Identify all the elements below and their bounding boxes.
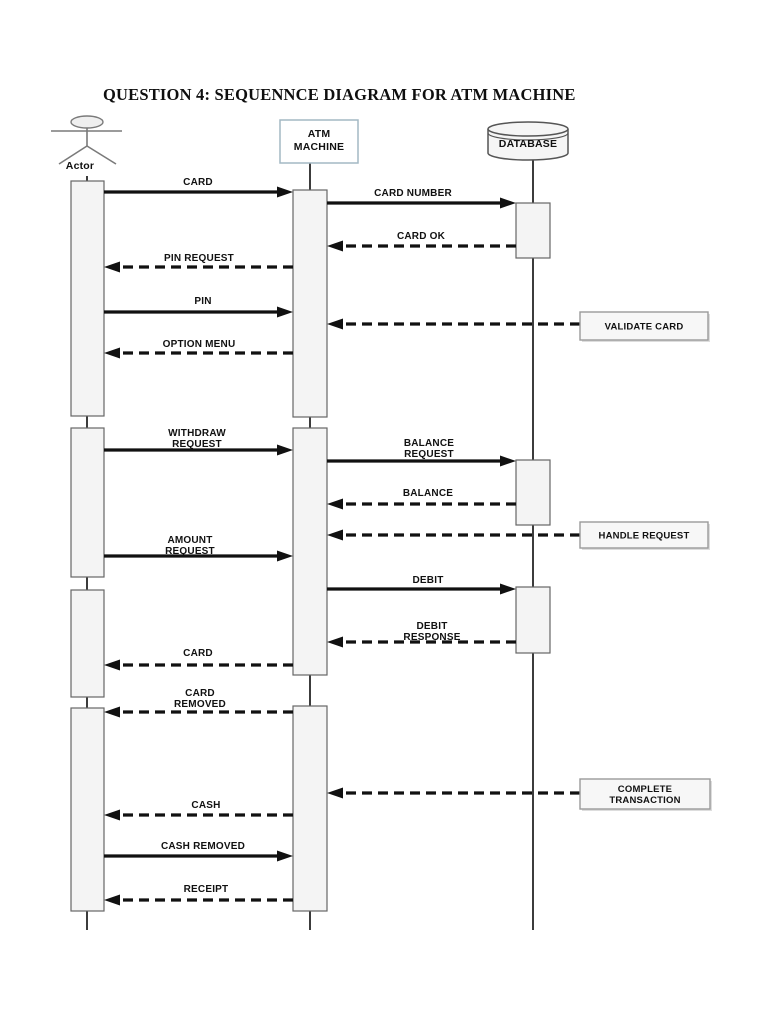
message-label-balance-request: BALANCE bbox=[404, 438, 454, 449]
message-balance: BALANCE bbox=[327, 488, 516, 510]
message-card-return: CARD bbox=[104, 648, 293, 671]
note-handle-request: HANDLE REQUEST bbox=[327, 521, 710, 550]
message-label-receipt: RECEIPT bbox=[184, 884, 229, 895]
message-label-debit: DEBIT bbox=[413, 575, 444, 586]
activation-bar-database-8 bbox=[515, 459, 551, 526]
message-cash-removed: CASH REMOVED bbox=[104, 841, 293, 862]
message-label-card-removed: REMOVED bbox=[174, 699, 226, 710]
activation-bar-atm-4 bbox=[292, 189, 328, 418]
activation-bar-actor-3 bbox=[70, 707, 105, 912]
note-label-complete-transaction: COMPLETE bbox=[618, 784, 672, 795]
note-label-validate-card: VALIDATE CARD bbox=[605, 322, 684, 333]
message-label-cash: CASH bbox=[191, 800, 220, 811]
message-label-pin-request: PIN REQUEST bbox=[164, 253, 234, 264]
activation-bar-actor-2 bbox=[70, 589, 105, 698]
activation-bar-atm-6 bbox=[292, 705, 328, 912]
activation-bar-atm-5 bbox=[292, 427, 328, 676]
message-cash: CASH bbox=[104, 800, 293, 821]
actor-figure: Actor bbox=[51, 115, 122, 172]
message-pin: PIN bbox=[104, 296, 293, 318]
database-cylinder: DATABASE bbox=[487, 121, 569, 161]
activation-bar-actor-1 bbox=[70, 427, 105, 578]
atm-machine-label: ATM bbox=[308, 128, 331, 140]
message-label-withdraw-request: WITHDRAW bbox=[168, 428, 226, 439]
message-card-ok: CARD OK bbox=[327, 231, 516, 252]
message-label-debit-response: DEBIT bbox=[417, 621, 448, 632]
message-label-card-ok: CARD OK bbox=[397, 231, 446, 242]
database-label: DATABASE bbox=[499, 138, 557, 150]
message-label-amount-request: AMOUNT bbox=[167, 535, 212, 546]
message-pin-request: PIN REQUEST bbox=[104, 253, 293, 273]
activation-bar-actor-0 bbox=[70, 180, 105, 417]
note-label-complete-transaction: TRANSACTION bbox=[609, 795, 680, 806]
message-label-debit-response: RESPONSE bbox=[403, 632, 460, 643]
page-title: QUESTION 4: SEQUENNCE DIAGRAM FOR ATM MA… bbox=[103, 85, 576, 104]
message-label-option-menu: OPTION MENU bbox=[163, 339, 236, 350]
message-label-card: CARD bbox=[183, 177, 213, 188]
message-card: CARD bbox=[104, 177, 293, 198]
actor-head-icon bbox=[70, 115, 104, 129]
message-receipt: RECEIPT bbox=[104, 884, 293, 906]
message-label-card-return: CARD bbox=[183, 648, 213, 659]
message-label-pin: PIN bbox=[194, 296, 211, 307]
message-label-balance: BALANCE bbox=[403, 488, 453, 499]
activation-bar-database-7 bbox=[515, 202, 551, 259]
atm-machine-label: MACHINE bbox=[294, 141, 344, 153]
message-card-number: CARD NUMBER bbox=[327, 188, 516, 209]
message-label-card-removed: CARD bbox=[185, 688, 215, 699]
activation-bar-database-9 bbox=[515, 586, 551, 654]
message-label-card-number: CARD NUMBER bbox=[374, 188, 452, 199]
message-debit: DEBIT bbox=[327, 575, 516, 595]
message-label-balance-request: REQUEST bbox=[404, 449, 454, 460]
message-label-cash-removed: CASH REMOVED bbox=[161, 841, 245, 852]
message-label-withdraw-request: REQUEST bbox=[172, 439, 222, 450]
actor-label: Actor bbox=[66, 160, 94, 172]
note-label-handle-request: HANDLE REQUEST bbox=[599, 531, 690, 542]
message-option-menu: OPTION MENU bbox=[104, 339, 293, 359]
note-validate-card: VALIDATE CARD bbox=[327, 311, 710, 342]
message-label-amount-request: REQUEST bbox=[165, 546, 215, 557]
